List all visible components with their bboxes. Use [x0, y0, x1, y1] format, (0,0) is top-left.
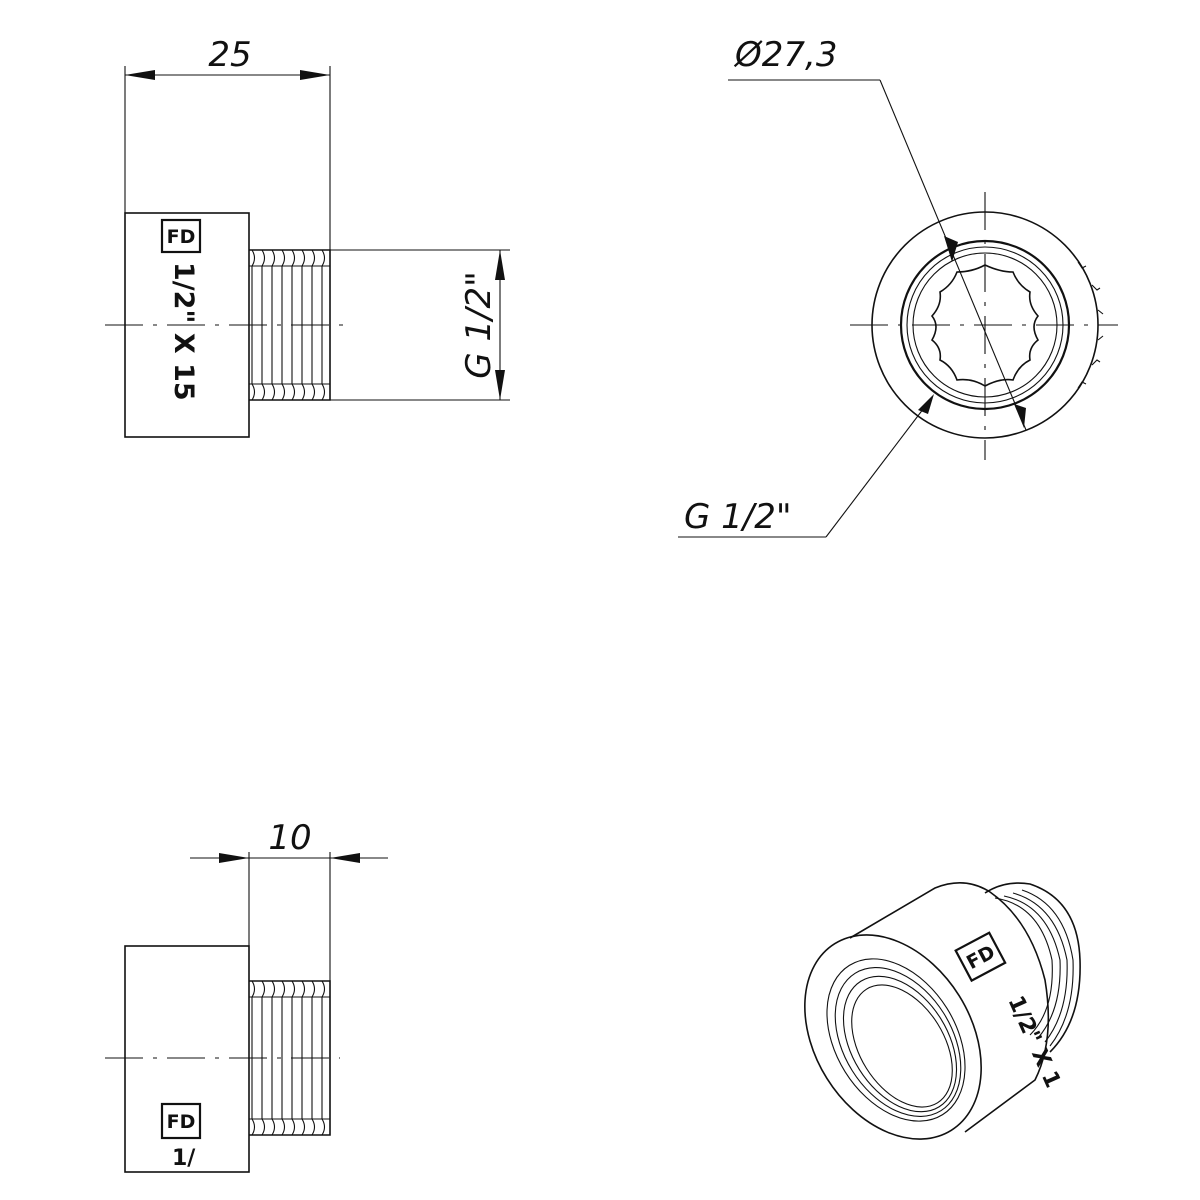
dimension-thread-side: G 1/2": [330, 249, 510, 401]
logo-icon-iso: FD: [954, 931, 1007, 983]
side-view-bottom: FD 1/ 10: [105, 818, 388, 1173]
side-view-top: FD 1/2" X 15 25 G 1/2": [105, 35, 510, 438]
dimension-diameter: Ø27,3: [728, 35, 1027, 431]
svg-text:FD: FD: [167, 226, 196, 248]
logo-icon: FD: [160, 218, 202, 254]
svg-text:10: 10: [268, 818, 311, 858]
thread-lines-top: [249, 249, 330, 401]
dimension-thread-length: 10: [190, 818, 388, 981]
svg-text:G 1/2": G 1/2": [684, 497, 792, 537]
svg-text:G 1/2": G 1/2": [459, 271, 499, 379]
end-view: Ø27,3 G 1/2": [678, 35, 1118, 538]
iso-thread-lines: [994, 889, 1074, 1047]
dimension-length: 25: [124, 35, 331, 250]
edge-bumps: [1077, 261, 1104, 389]
svg-text:Ø27,3: Ø27,3: [733, 35, 837, 75]
marking-partial: 1/: [172, 1146, 196, 1171]
logo-icon-bottom: FD: [160, 1102, 202, 1140]
marking-side-text: 1/2" X 15: [168, 262, 199, 401]
isometric-view: FD 1/2" X 1: [804, 882, 1081, 1140]
svg-text:FD: FD: [167, 1111, 196, 1133]
dimension-thread-end: G 1/2": [678, 394, 934, 538]
svg-text:25: 25: [208, 35, 251, 75]
marking-iso-text: 1/2" X 1: [1003, 992, 1066, 1091]
